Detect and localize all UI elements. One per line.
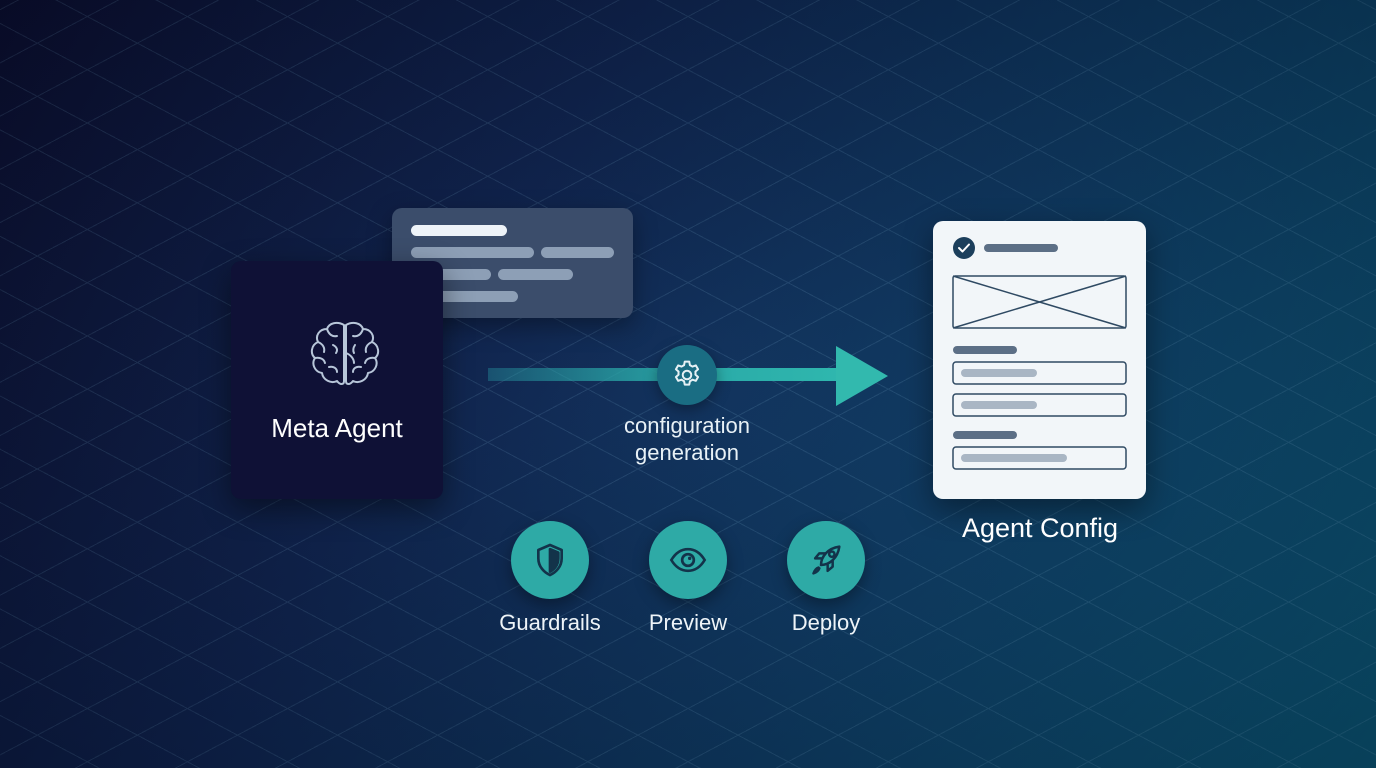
- check-circle-icon: [953, 237, 975, 259]
- bubble-line: [498, 269, 573, 280]
- bubble-line: [411, 291, 518, 302]
- process-label-line2: generation: [635, 440, 739, 465]
- bubble-line: [411, 225, 507, 236]
- brain-icon: [310, 321, 380, 385]
- gear-icon: [674, 360, 700, 386]
- agent-config-node: [933, 221, 1146, 499]
- preview-label: Preview: [648, 610, 728, 635]
- action-preview: Preview: [648, 521, 728, 635]
- guardrails-label: Guardrails: [499, 610, 601, 635]
- action-guardrails: Guardrails: [499, 521, 601, 635]
- meta-agent-label: Meta Agent: [271, 413, 403, 443]
- agent-config-label: Agent Config: [961, 513, 1119, 543]
- meta-agent-node: Meta Agent: [231, 261, 443, 499]
- document-form-icon: [952, 237, 1127, 470]
- process-label: configuration generation: [580, 412, 794, 466]
- shield-icon: [537, 543, 563, 577]
- configuration-step: [657, 345, 717, 405]
- bubble-line: [411, 269, 491, 280]
- process-label-line1: configuration: [624, 413, 750, 438]
- bubble-line: [541, 247, 614, 258]
- action-deploy: Deploy: [786, 521, 866, 635]
- deploy-label: Deploy: [791, 610, 861, 635]
- eye-icon: [669, 547, 707, 573]
- bubble-line: [411, 247, 534, 258]
- flow-arrow-head: [836, 346, 888, 406]
- rocket-icon: [812, 545, 841, 575]
